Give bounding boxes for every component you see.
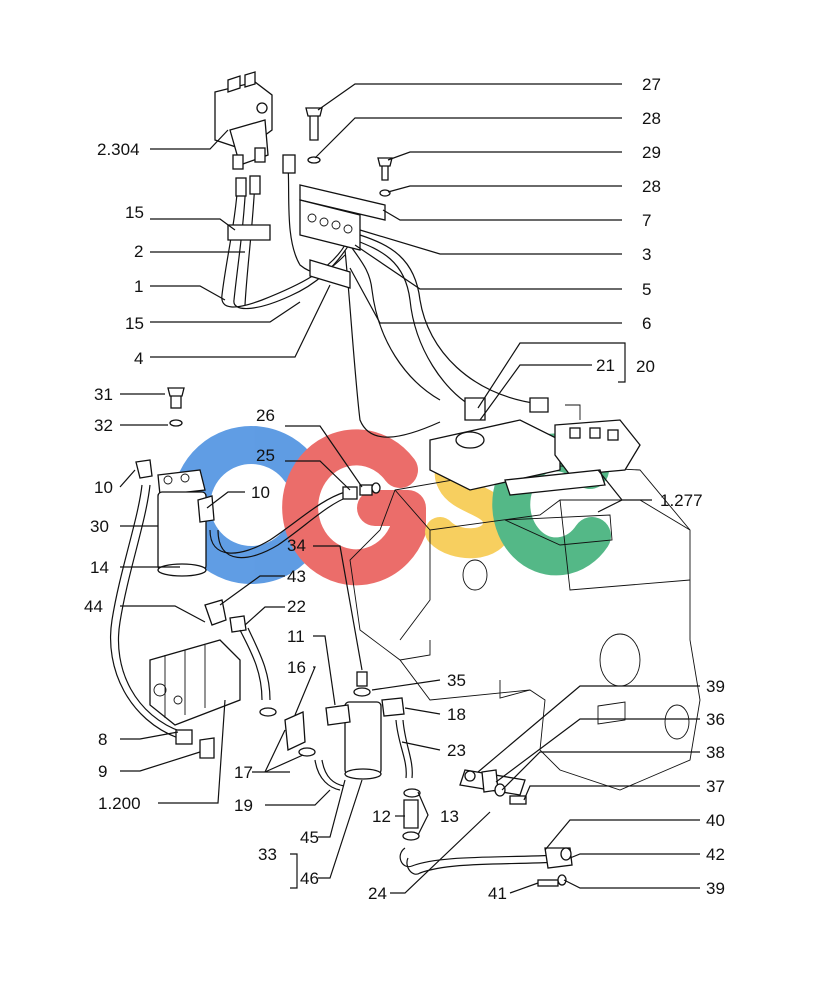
callout-13: 13 (440, 807, 459, 826)
callout-10: 10 (251, 483, 270, 502)
callout-43: 43 (287, 567, 306, 586)
callout-30: 30 (90, 517, 109, 536)
callout-44: 44 (84, 597, 103, 616)
hose-8 (110, 484, 193, 745)
callout-31: 31 (94, 385, 113, 404)
elbow-fitting-43 (204, 599, 247, 633)
callout-23: 23 (447, 741, 466, 760)
callout-15: 15 (125, 203, 144, 222)
callout-28: 28 (642, 177, 661, 196)
clamp-block (299, 107, 393, 289)
callout-40: 40 (706, 811, 725, 830)
callout-2: 2 (134, 242, 143, 261)
callout-27: 27 (642, 75, 661, 94)
pipe-24 (399, 769, 573, 887)
callout-9: 9 (98, 762, 107, 781)
hydraulic-pump-1200 (149, 639, 241, 759)
callout-16: 16 (287, 658, 306, 677)
hose-14 (209, 482, 381, 559)
callout-11: 11 (287, 627, 305, 646)
callout-21: 21 (596, 356, 615, 375)
callout-29: 29 (642, 143, 661, 162)
transmission-housing (349, 464, 701, 791)
hose-23 (395, 719, 413, 779)
callout-labels: 27 28 29 28 7 3 5 6 20 21 2.304 15 2 1 1… (84, 75, 725, 903)
callout-3: 3 (642, 245, 651, 264)
callout-14: 14 (90, 558, 109, 577)
hose-bundle-front (221, 154, 353, 310)
callout-18: 18 (447, 705, 466, 724)
leader-lines (119, 83, 700, 894)
callout-28: 28 (642, 109, 661, 128)
callout-26: 26 (256, 406, 275, 425)
callout-8: 8 (98, 730, 107, 749)
callout-38: 38 (706, 743, 725, 762)
callout-39: 39 (706, 879, 725, 898)
callout-22: 22 (287, 597, 306, 616)
callout-20: 20 (636, 357, 655, 376)
callout-12: 12 (372, 807, 391, 826)
callout-32: 32 (94, 416, 113, 435)
callout-17: 17 (234, 763, 253, 782)
callout-15: 15 (125, 314, 144, 333)
hose-12 (402, 788, 421, 841)
callout-1: 1 (134, 277, 143, 296)
callout-19: 19 (234, 796, 253, 815)
callout-36: 36 (706, 710, 725, 729)
hose-16 (284, 711, 345, 791)
callout-35: 35 (447, 671, 466, 690)
callout-39: 39 (706, 677, 725, 696)
hose-bundle-rear (344, 234, 549, 438)
callout-1200: 1.200 (98, 794, 141, 813)
callout-41: 41 (488, 884, 507, 903)
callout-6: 6 (642, 314, 651, 333)
filter-45 (325, 671, 405, 780)
callout-25: 25 (256, 446, 275, 465)
callout-7: 7 (642, 211, 651, 230)
callout-2304: 2.304 (97, 140, 140, 159)
callout-10: 10 (94, 478, 113, 497)
callout-4: 4 (134, 349, 143, 368)
callout-37: 37 (706, 777, 725, 796)
callout-45: 45 (300, 828, 319, 847)
callout-5: 5 (642, 280, 651, 299)
mounting-plate-assembly (429, 404, 641, 496)
bolt-31 (167, 387, 185, 427)
callout-34: 34 (287, 536, 306, 555)
callout-24: 24 (368, 884, 387, 903)
control-valve-2304 (214, 71, 273, 170)
callout-33: 33 (258, 845, 277, 864)
callout-46: 46 (300, 869, 319, 888)
callout-1277: 1.277 (660, 491, 703, 510)
hose-22 (239, 627, 277, 717)
filter-30 (135, 459, 215, 577)
callout-42: 42 (706, 845, 725, 864)
